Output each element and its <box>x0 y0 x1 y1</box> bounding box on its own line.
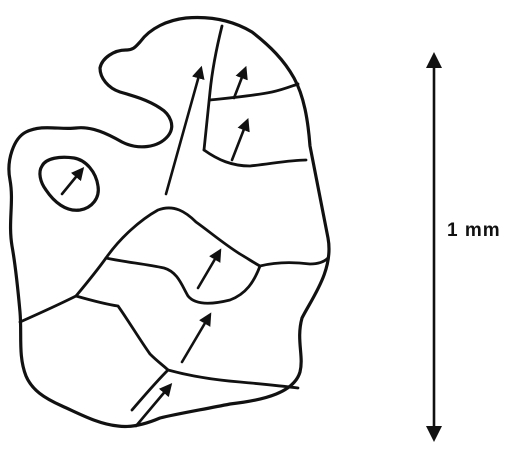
boundary-lower-left <box>20 296 168 370</box>
scale-bar: 1 mm <box>426 52 501 442</box>
arrow-center-grain <box>198 254 218 288</box>
boundary-upper-right-lower <box>204 150 306 166</box>
scale-bar-arrow-top-icon <box>426 52 442 68</box>
scale-bar-label: 1 mm <box>447 220 501 241</box>
boundary-lower-right <box>168 370 298 388</box>
boundary-upper-right-mid <box>210 84 298 100</box>
specimen-outline <box>9 18 329 427</box>
boundary-bottom-vertical <box>132 370 168 410</box>
arrow-upper-right-1 <box>234 72 244 98</box>
boundary-right-horizontal <box>260 258 328 266</box>
scale-bar-arrow-bottom-icon <box>426 426 442 442</box>
arrow-upper-right-2 <box>232 124 246 160</box>
boundary-center-grain-bottom <box>106 258 260 303</box>
arrow-middle <box>182 318 208 362</box>
boundary-left-diagonal <box>76 258 106 296</box>
boundary-upper-right-vertical <box>204 26 222 150</box>
boundary-center-grain-top <box>106 208 260 266</box>
direction-arrows <box>62 72 246 426</box>
arrow-island <box>62 172 80 194</box>
